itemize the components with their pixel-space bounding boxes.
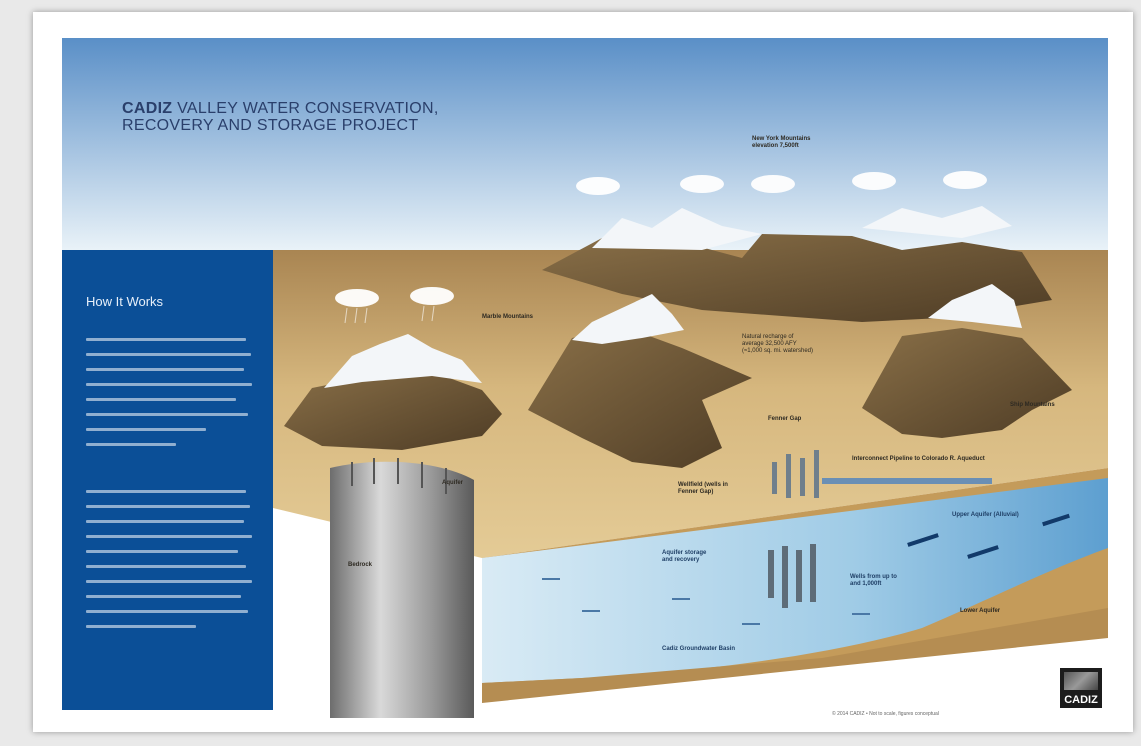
- label-mountains-left: Marble Mountains: [482, 314, 534, 320]
- label-recharge-note: Natural recharge of average 32,500 AFY (…: [742, 334, 813, 354]
- how-it-works-paragraph-1: [86, 338, 254, 458]
- flow-arrows: [542, 513, 1070, 625]
- middle-mountain: [528, 326, 752, 468]
- cadiz-logo: CADIZ: [1060, 668, 1102, 708]
- pipeline: [822, 478, 992, 484]
- poster: CADIZ VALLEY WATER CONSERVATION, RECOVER…: [62, 38, 1108, 718]
- title-brand: CADIZ: [122, 100, 173, 117]
- how-it-works-heading: How It Works: [86, 294, 164, 309]
- landscape-illustration: [62, 38, 1108, 718]
- sky: [62, 38, 1108, 250]
- right-mountain: [862, 328, 1072, 438]
- deep-wells: [768, 544, 816, 608]
- label-fenner-gap: Fenner Gap: [768, 416, 802, 422]
- snow-cap-middle: [572, 294, 684, 344]
- aquifer-water: [482, 478, 1108, 683]
- rain: [344, 305, 435, 324]
- poster-title: CADIZ VALLEY WATER CONSERVATION, RECOVER…: [122, 100, 542, 134]
- title-line2: RECOVERY AND STORAGE PROJECT: [122, 117, 419, 134]
- wellfield: [772, 450, 819, 498]
- bedrock-wall: [330, 461, 474, 718]
- how-it-works-panel: How It Works: [62, 250, 273, 710]
- label-well-depth: Wells from up to and 1,000ft: [850, 574, 897, 587]
- back-mountain-range: [542, 234, 1052, 322]
- snow-cap-left: [324, 334, 482, 388]
- left-mountain: [284, 368, 502, 450]
- title-line1: VALLEY WATER CONSERVATION,: [177, 100, 439, 117]
- footer-note: © 2014 CADIZ • Not to scale, figures con…: [832, 711, 939, 717]
- label-lower-aquifer: Lower Aquifer: [960, 608, 1001, 614]
- label-mountains-right: Ship Mountains: [1010, 402, 1055, 408]
- bedrock-band: [482, 608, 1108, 703]
- label-groundwater-basin: Cadiz Groundwater Basin: [662, 646, 736, 652]
- label-pipeline: Interconnect Pipeline to Colorado R. Aqu…: [852, 456, 985, 462]
- label-wellfield: Wellfield (wells in Fenner Gap): [678, 482, 728, 495]
- snow-cap-back-right: [862, 206, 1012, 238]
- label-aquifer-storage: Aquifer storage and recovery: [662, 550, 707, 563]
- how-it-works-paragraph-2: [86, 490, 254, 640]
- label-upper-aquifer: Upper Aquifer (Alluvial): [952, 512, 1019, 518]
- label-mountain-peak: New York Mountains elevation 7,500ft: [752, 136, 811, 149]
- label-bedrock: Bedrock: [348, 562, 373, 568]
- snow-cap-right: [928, 284, 1022, 328]
- clouds: [335, 171, 987, 307]
- bedrock-ridges: [351, 458, 447, 494]
- label-aquifer-upper: Aquifer: [442, 480, 463, 486]
- snow-cap-back: [592, 208, 762, 250]
